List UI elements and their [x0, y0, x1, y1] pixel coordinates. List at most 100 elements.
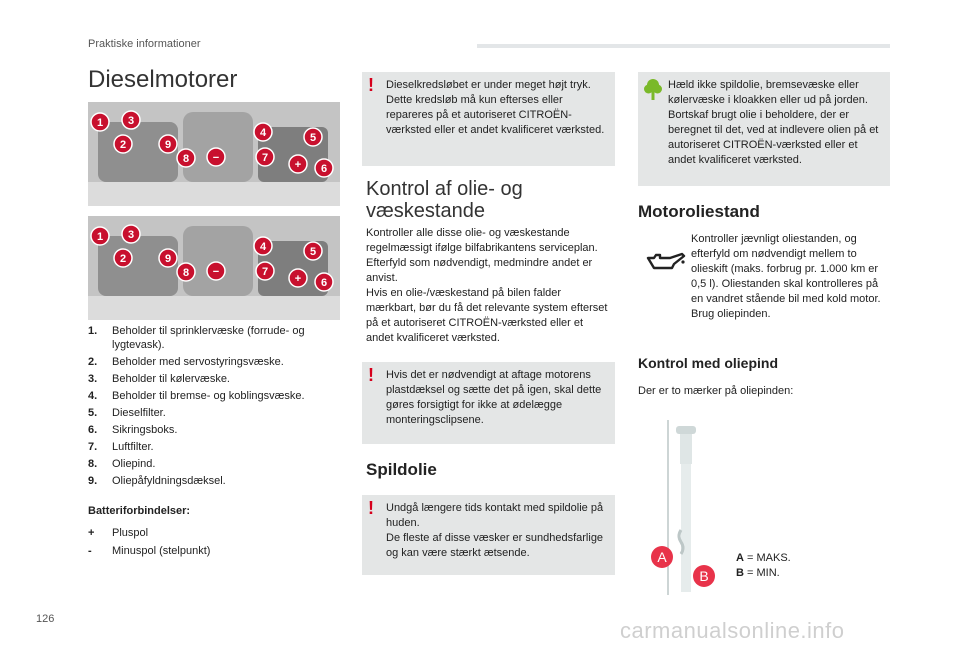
oil-level-body: Kontroller jævnligt oliestanden, og efte…: [691, 233, 881, 320]
plus-row: + Pluspol: [88, 527, 148, 539]
list-item-text: Dieselfilter.: [112, 407, 166, 419]
list-item-text: Sikringsboks.: [112, 424, 178, 436]
photo-marker-label: −: [213, 152, 219, 164]
photo-marker: [90, 226, 110, 246]
list-item-number: 3.: [88, 373, 98, 385]
legend-a-key: A: [736, 552, 744, 564]
pressure-warning-box: ! Dieselkredsløbet er under meget højt t…: [362, 72, 615, 166]
photo-marker-label: 5: [310, 246, 316, 258]
dipstick-illustration: A B: [651, 420, 715, 595]
list-item: 3. Beholder til kølervæske.: [88, 372, 338, 386]
list-item-number: 7.: [88, 441, 98, 453]
pressure-warning-text: Dieselkredsløbet er under meget højt try…: [386, 79, 605, 136]
photo-marker: [255, 261, 275, 281]
photo-marker-label: 7: [262, 266, 268, 278]
list-item-text: Beholder til bremse- og koblingsvæske.: [112, 390, 305, 402]
plus-symbol: +: [88, 527, 95, 539]
list-item: 9.Oliepåfyldningsdæksel.: [88, 474, 338, 488]
spill-warning-text: Undgå længere tids kontakt med spildolie…: [386, 502, 604, 559]
photo-marker-label: 3: [128, 229, 134, 241]
check-title-line2: væskestande: [366, 200, 485, 222]
page-number: 126: [36, 613, 55, 625]
photo-marker-label: +: [295, 159, 301, 171]
check-title-line1: Kontrol af olie- og: [366, 178, 523, 200]
photo-marker: [288, 268, 308, 288]
photo-marker-label: 8: [183, 267, 189, 279]
check-title: Kontrol af olie- og væskestande: [366, 178, 523, 222]
list-item-text: Luftfilter.: [112, 441, 154, 453]
photo-marker: [121, 224, 141, 244]
dipstick-label-b: B: [699, 568, 708, 584]
photo-marker: [158, 134, 178, 154]
watermark: carmanualsonline.info: [620, 618, 845, 643]
legend-b-key: B: [736, 567, 744, 579]
photo-marker-label: 9: [165, 139, 171, 151]
photo-marker-label: +: [295, 273, 301, 285]
list-item-number: 2.: [88, 356, 98, 368]
photo-marker-label: 2: [120, 253, 126, 265]
photo-marker: [90, 112, 110, 132]
list-item: 5. Dieselfilter.: [88, 406, 338, 420]
photo-marker: [176, 148, 196, 168]
minus-symbol: -: [88, 545, 92, 557]
photo-marker: [158, 248, 178, 268]
photo-marker: [113, 248, 133, 268]
photo-marker: [253, 122, 273, 142]
list-item-text: Beholder til sprinklervæske (forrude- og…: [112, 325, 305, 351]
list-item: 2. Beholder med servostyringsvæske.: [88, 355, 338, 369]
photo-marker-label: 5: [310, 132, 316, 144]
photo-marker-label: 6: [321, 277, 327, 289]
photo-marker-label: 9: [165, 253, 171, 265]
plus-text: Pluspol: [112, 527, 149, 539]
cover-warning-box: ! Hvis det er nødvendigt at aftage motor…: [362, 362, 615, 444]
dipstick-label-a: A: [657, 549, 667, 565]
eco-note-box: Hæld ikke spildolie, bremsevæske eller k…: [638, 72, 890, 186]
warning-icon: !: [368, 365, 374, 385]
list-item-number: 9.: [88, 475, 98, 487]
list-item-number: 4.: [88, 390, 98, 402]
dipstick-title: Kontrol med oliepind: [638, 355, 778, 371]
photo-marker: [314, 158, 334, 178]
photo-marker: [288, 154, 308, 174]
component-list: 1.Beholder til sprinklervæske (forrude- …: [88, 324, 338, 491]
photo-marker: [303, 127, 323, 147]
oil-can-icon: [646, 252, 686, 270]
spill-warning-box: ! Undgå længere tids kontakt med spildol…: [362, 495, 615, 575]
eco-note-text: Hæld ikke spildolie, bremsevæske eller k…: [668, 79, 879, 166]
photo-marker: [206, 147, 226, 167]
photo-marker-label: 4: [260, 127, 267, 139]
photo-marker: [255, 147, 275, 167]
photo-marker-label: 1: [97, 231, 103, 243]
photo-marker: [253, 236, 273, 256]
photo-marker: [303, 241, 323, 261]
photo-marker-label: 6: [321, 163, 327, 175]
photo-marker-label: 8: [183, 153, 189, 165]
oil-level-title: Motoroliestand: [638, 202, 760, 221]
photo-marker-label: 7: [262, 152, 268, 164]
photo-marker: [314, 272, 334, 292]
tree-icon: [644, 79, 662, 100]
list-item-text: Beholder med servostyringsvæske.: [112, 356, 284, 368]
photo-marker-label: 3: [128, 115, 134, 127]
list-item-number: 5.: [88, 407, 98, 419]
dipstick-body: Der er to mærker på oliepinden:: [638, 385, 794, 397]
photo-marker-label: −: [213, 266, 219, 278]
spill-title: Spildolie: [366, 460, 437, 479]
list-item: 8.Oliepind.: [88, 457, 338, 471]
list-item: 1.Beholder til sprinklervæske (forrude- …: [88, 324, 338, 352]
legend-a-text: = MAKS.: [743, 552, 791, 564]
photo-marker-label: 1: [97, 117, 103, 129]
warning-icon: !: [368, 75, 374, 95]
photo-marker: [113, 134, 133, 154]
photo-marker: [121, 110, 141, 130]
section-header: Praktiske informationer: [88, 38, 201, 50]
minus-row: - Minuspol (stelpunkt): [88, 545, 210, 557]
list-item-text: Beholder til kølervæske.: [112, 373, 230, 385]
warning-icon: !: [368, 498, 374, 518]
photo-marker-label: 4: [260, 241, 267, 253]
photo-marker: [206, 261, 226, 281]
cover-warning-text: Hvis det er nødvendigt at aftage motoren…: [386, 369, 602, 426]
photo-marker-label: 2: [120, 139, 126, 151]
